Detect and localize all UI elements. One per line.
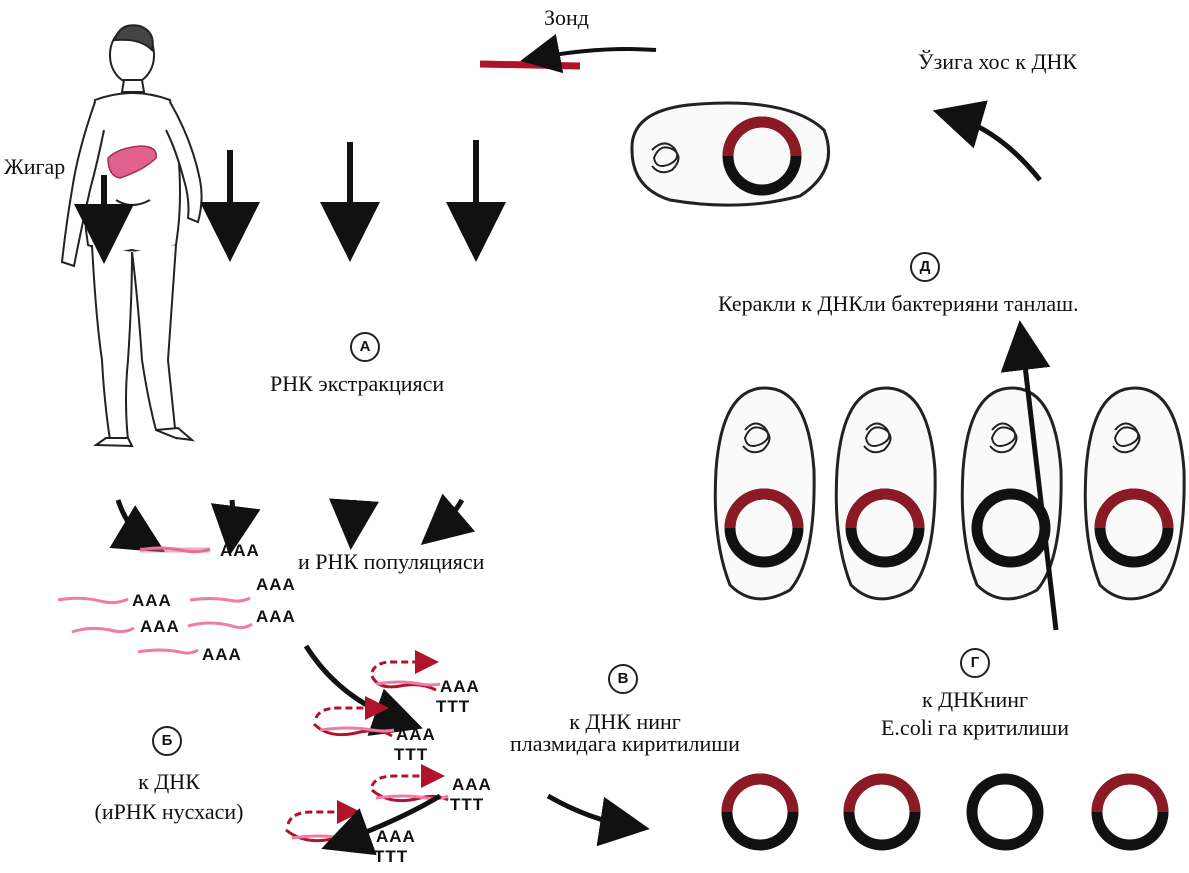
bacterium-icon (1085, 388, 1184, 599)
step-a-label: РНК экстракцияси (270, 372, 444, 396)
step-b-line2: (иРНК нусхаси) (78, 800, 260, 824)
poly-a-label: AAA (256, 607, 296, 626)
poly-t-label: TTT (394, 745, 428, 764)
probe-strand (480, 64, 580, 66)
poly-a-label: AAA (220, 541, 260, 560)
poly-a-label: AAA (452, 775, 492, 794)
liver-label: Жигар (4, 155, 65, 179)
arrow-to-plasmids (548, 796, 630, 826)
step-v-marker: В (608, 664, 638, 694)
probe-arrow (536, 49, 656, 58)
mrna-population-label: и РНК популяцияси (298, 550, 484, 574)
bacterium-icon (836, 388, 935, 599)
mrna-arrows (118, 500, 462, 542)
poly-a-label: AAA (140, 617, 180, 636)
poly-a-label: AAA (256, 575, 296, 594)
poly-a-label: AAA (376, 827, 416, 846)
specific-dna-label: Ўзига хос к ДНК (918, 50, 1077, 74)
probe-label: Зонд (544, 6, 589, 30)
plasmid-icon (972, 779, 1038, 845)
plasmid-icon (1097, 779, 1163, 845)
step-g-line2: E.coli га критилиши (848, 716, 1102, 740)
plasmid-icon (849, 779, 915, 845)
step-d-label: Керакли к ДНКли бактерияни танлаш. (718, 292, 1079, 316)
extraction-arrows (230, 140, 476, 238)
step-a-marker: А (350, 332, 380, 362)
poly-a-label: AAA (132, 591, 172, 610)
plasmid-icon (727, 779, 793, 845)
arrow-to-cdna (306, 646, 404, 722)
cdna-hybrids: AAA TTT AAA TTT AAA TTT AAA TTT (286, 662, 492, 866)
poly-a-tails: AAA AAA AAA AAA AAA AAA (132, 541, 296, 664)
selected-bacterium-icon (632, 103, 829, 205)
human-figure-icon (62, 25, 202, 446)
poly-t-label: TTT (436, 697, 470, 716)
bacterium-icon (715, 388, 814, 599)
arrow-to-specific-dna (952, 116, 1040, 180)
step-b-line1: к ДНК (110, 770, 228, 794)
step-v-line2: плазмидага киритилиши (494, 732, 756, 756)
step-d-marker: Д (910, 252, 940, 282)
step-g-line1: к ДНКнинг (900, 688, 1050, 712)
step-b-marker: Б (152, 726, 182, 756)
bacteria-row (715, 388, 1184, 599)
poly-a-label: AAA (202, 645, 242, 664)
poly-a-label: AAA (396, 725, 436, 744)
poly-a-label: AAA (440, 677, 480, 696)
poly-t-label: TTT (374, 847, 408, 866)
poly-t-label: TTT (450, 795, 484, 814)
step-g-marker: Г (960, 648, 990, 678)
plasmid-row (727, 779, 1163, 845)
